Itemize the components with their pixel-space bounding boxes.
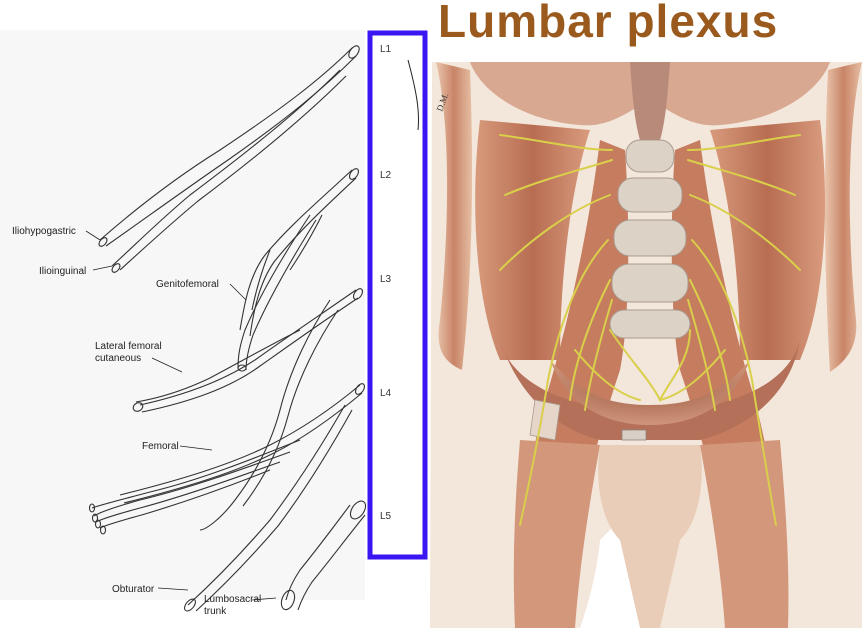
label-femoral: Femoral bbox=[142, 441, 179, 452]
label-ilioinguinal: Ilioinguinal bbox=[39, 266, 86, 277]
anatomical-illustration: D.M. bbox=[430, 62, 862, 628]
level-l4: L4 bbox=[380, 388, 392, 399]
lumbar-nerves bbox=[499, 134, 801, 526]
label-genitofemoral: Genitofemoral bbox=[156, 279, 219, 290]
label-lumbosacral-1: Lumbosacral bbox=[204, 594, 261, 605]
nerve-labels: Iliohypogastric Ilioinguinal Genitofemor… bbox=[12, 226, 261, 617]
plexus-line-drawing bbox=[0, 30, 367, 612]
label-lumbosacral-2: trunk bbox=[204, 606, 227, 617]
obturator-nerve bbox=[187, 404, 346, 606]
level-l2: L2 bbox=[380, 170, 392, 181]
figure-title: Lumbar plexus bbox=[438, 0, 779, 47]
lumbar-spine bbox=[609, 139, 691, 339]
genitofemoral-nerve bbox=[237, 214, 311, 369]
level-l1: L1 bbox=[380, 44, 392, 55]
lateral-femoral-cutaneous-nerve bbox=[135, 329, 301, 403]
ilioinguinal-nerve bbox=[111, 69, 341, 267]
vertebral-level-box bbox=[367, 30, 428, 560]
level-l3: L3 bbox=[380, 274, 392, 285]
level-l5: L5 bbox=[380, 511, 392, 522]
leader-lines bbox=[85, 230, 277, 601]
vertebral-levels: L1 L2 L3 L4 L5 bbox=[380, 44, 392, 522]
label-obturator: Obturator bbox=[112, 584, 155, 595]
label-lateral-femoral-2: cutaneous bbox=[95, 353, 141, 364]
iliohypogastric-nerve bbox=[99, 47, 353, 241]
label-iliohypogastric: Iliohypogastric bbox=[12, 226, 76, 237]
label-lateral-femoral-1: Lateral femoral bbox=[95, 341, 162, 352]
